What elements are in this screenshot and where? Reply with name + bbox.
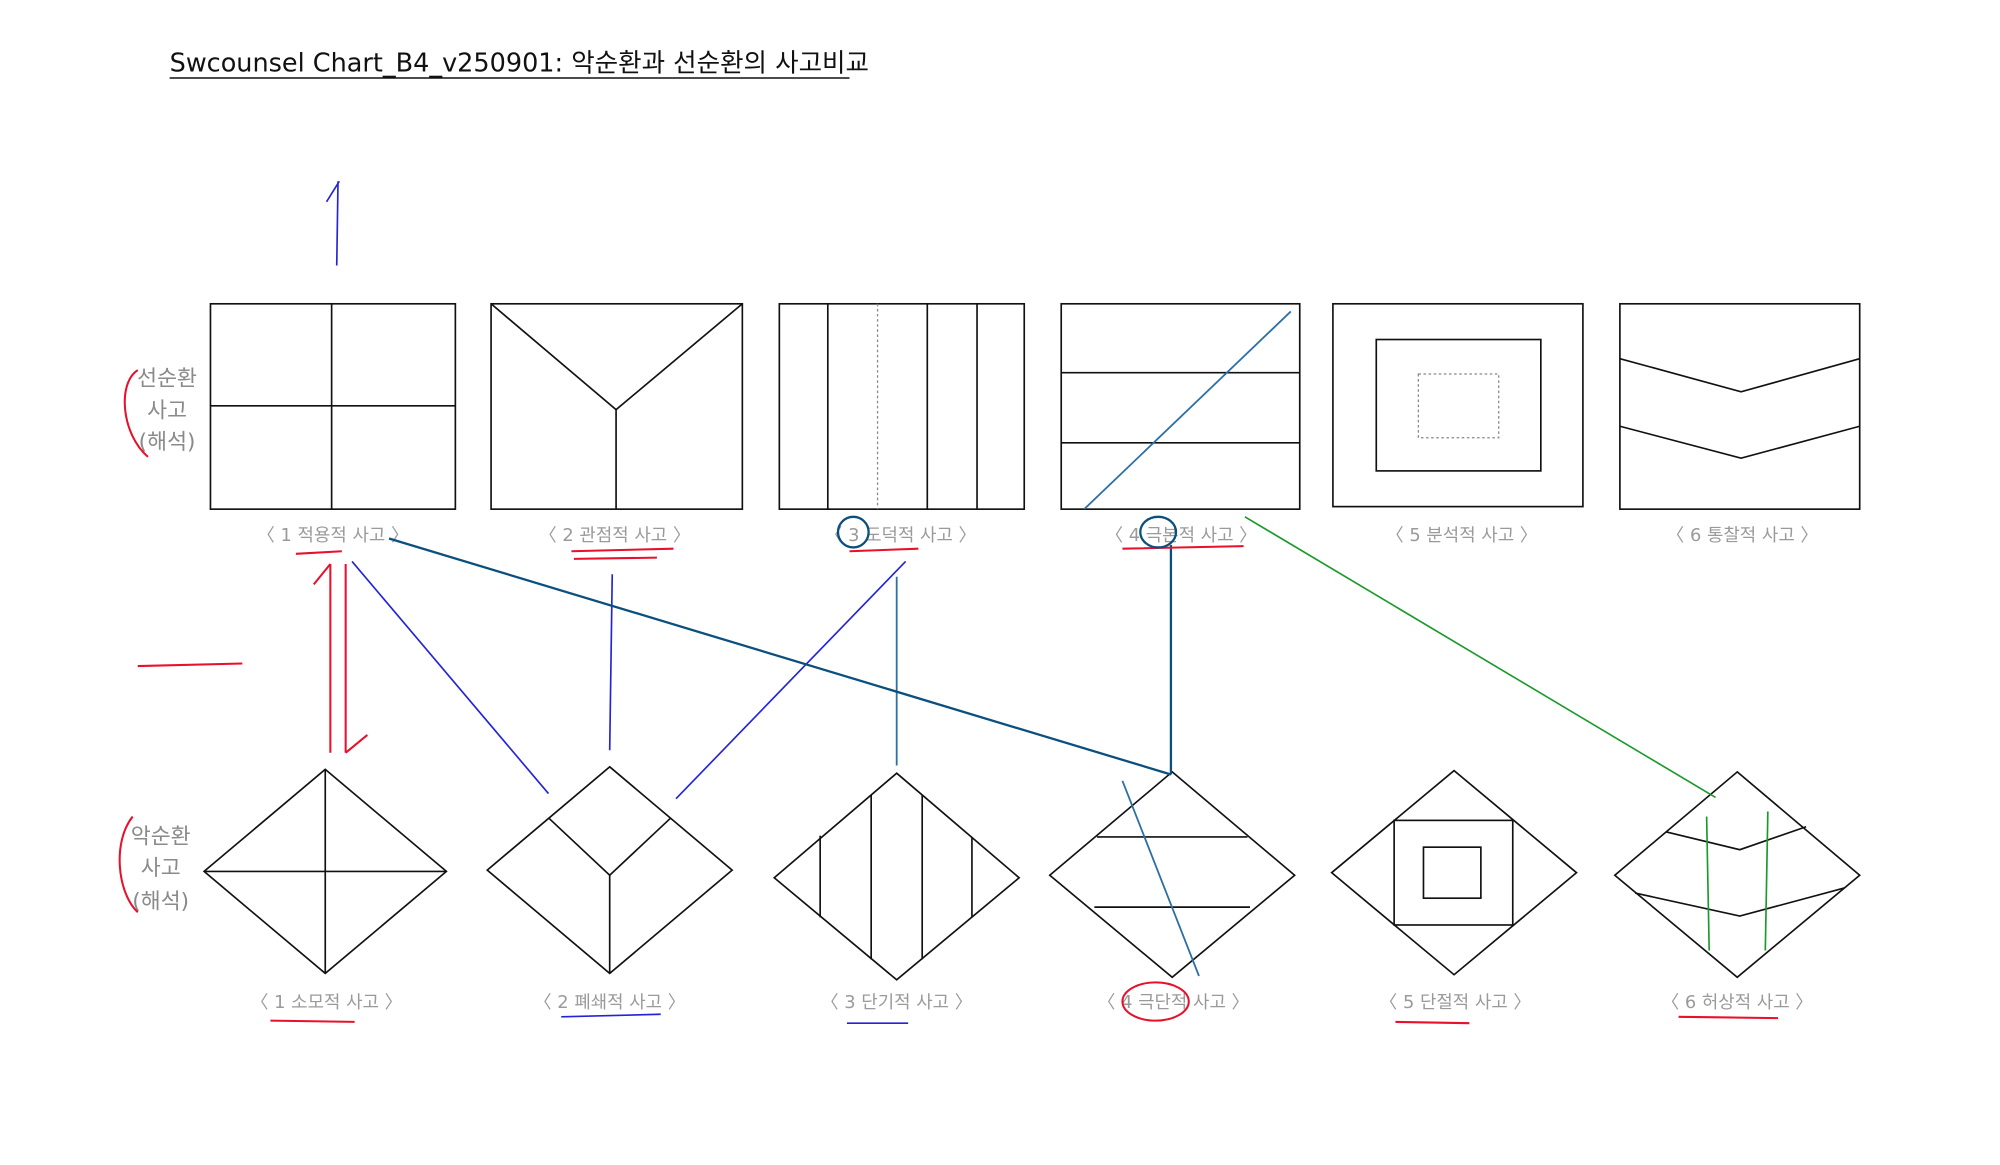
underline-strokes [270, 1015, 1779, 1025]
svg-text:선순환: 선순환 [137, 366, 197, 391]
bracket-virtuous [123, 369, 149, 458]
label-consumptive: 〈 1 소모적 사고 〉 [251, 992, 403, 1013]
box-insight [1619, 302, 1861, 510]
diagonal-stroke [1121, 780, 1200, 977]
virtuous-side-label: 선순환 사고 (해석) [137, 366, 197, 455]
label-illusory: 〈 6 허상적 사고 〉 [1661, 992, 1813, 1013]
link-line [608, 574, 614, 751]
red-double-arrow [312, 563, 368, 754]
bracket-vicious [118, 815, 139, 913]
link-line [1244, 516, 1716, 799]
diamond-extreme [1048, 770, 1296, 979]
box-moral [778, 302, 1026, 510]
red-underline-synthesis [137, 662, 243, 668]
label-extreme: 〈 4 극단적 사고 〉 [1098, 992, 1250, 1013]
link-line [675, 560, 907, 800]
svg-text:(해석): (해석) [132, 889, 189, 914]
label-script: 〈 4 극본적 사고 〉 [1105, 525, 1257, 546]
underline-strokes [561, 1013, 909, 1025]
label-short-term: 〈 3 단기적 사고 〉 [821, 992, 973, 1013]
diamond-consumptive [202, 768, 448, 975]
green-arrows [1705, 811, 1769, 951]
page-title: Swcounsel Chart_B4_v250901: 악순환과 선순환의 사고… [170, 49, 869, 79]
up-arrow-annotation [325, 180, 340, 266]
link-line [388, 537, 1172, 776]
label-moral: 〈 3 도덕적 사고 〉 [825, 525, 977, 546]
diamond-illusory [1613, 770, 1861, 979]
label-perspective: 〈 2 관점적 사고 〉 [539, 525, 691, 546]
vicious-side-label: 악순환 사고 (해석) [131, 824, 191, 914]
link-line [351, 560, 550, 795]
svg-text:사고: 사고 [147, 398, 187, 423]
box-perspective [490, 302, 744, 510]
box-script [1060, 302, 1301, 510]
label-closed: 〈 2 폐쇄적 사고 〉 [534, 992, 686, 1013]
svg-text:사고: 사고 [141, 856, 181, 881]
label-applicative: 〈 1 적용적 사고 〉 [257, 525, 409, 546]
diamond-disconnected [1330, 769, 1578, 976]
label-disconnected: 〈 5 단절적 사고 〉 [1379, 992, 1531, 1013]
box-analytic [1332, 302, 1584, 508]
diagonal-stroke [1083, 310, 1292, 510]
box-applicative [209, 302, 457, 510]
diamond-short-term [772, 772, 1021, 981]
svg-text:(해석): (해석) [139, 430, 196, 455]
circle-mark [1139, 515, 1178, 549]
circle-mark [1121, 981, 1190, 1022]
handwritten-annotations [118, 180, 1779, 1025]
diamond-closed [485, 765, 734, 975]
label-analytic: 〈 5 분석적 사고 〉 [1386, 525, 1538, 546]
svg-text:악순환: 악순환 [131, 824, 191, 849]
label-insight: 〈 6 통찰적 사고 〉 [1666, 525, 1818, 546]
underline-strokes [295, 545, 1244, 560]
circle-mark [836, 515, 870, 549]
